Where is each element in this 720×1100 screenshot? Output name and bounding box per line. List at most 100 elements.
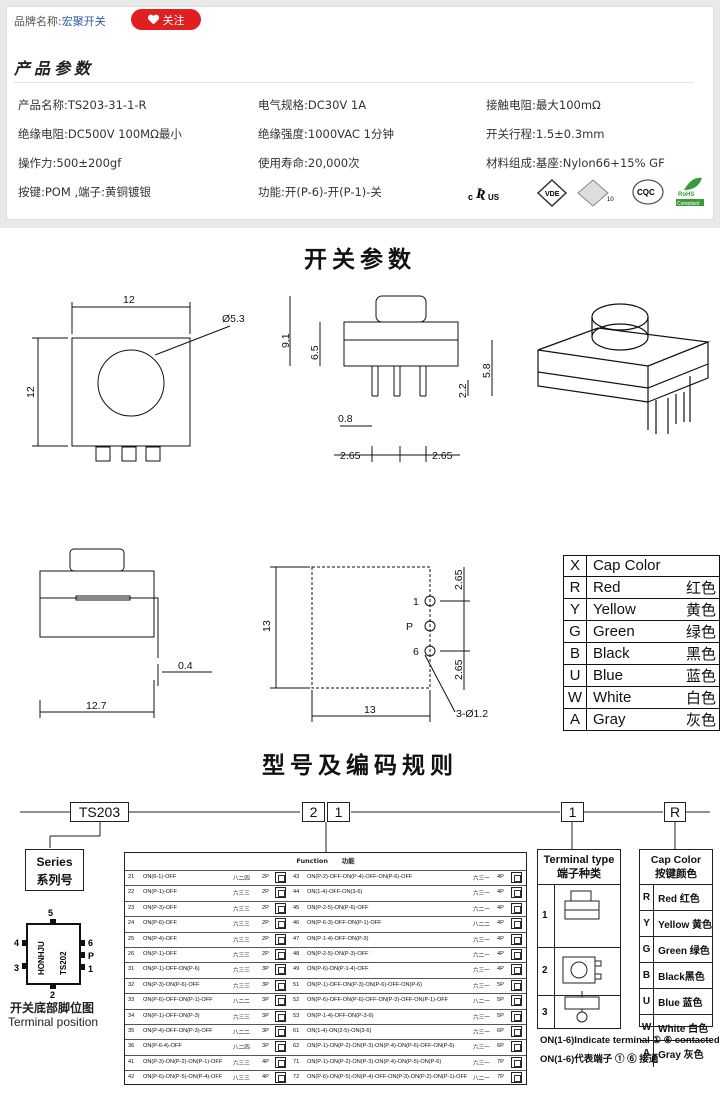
function-cell-p: 3P: [262, 997, 269, 1004]
circuit-icon: [511, 887, 522, 899]
function-cell-c: 八三三: [233, 1076, 250, 1083]
code-lines: [20, 811, 710, 852]
function-cell-c2: 六三一: [473, 968, 490, 975]
function-cell-c2: 六二一: [473, 906, 490, 913]
function-cell-p2: 4P: [497, 874, 504, 880]
svg-text:6: 6: [88, 938, 93, 948]
dimension-drawings: 12 Ø5.3 12 9.1 6.5 5.8 2.2 0.8 2.65 2.65…: [25, 294, 711, 722]
function-cell-p2: 4P: [497, 920, 504, 927]
function-cell-n2: 72: [293, 1074, 300, 1081]
function-cell-n2: 62: [293, 1043, 300, 1050]
pin-label-p: P: [406, 621, 413, 633]
svg-text:2: 2: [50, 990, 55, 1000]
dim-width: 12: [123, 294, 135, 306]
function-cell-n: 35: [128, 1028, 135, 1034]
function-cell-p: 3P: [262, 981, 269, 988]
function-cell-c: 六三三: [233, 937, 250, 944]
series-box: Series 系列号: [25, 849, 84, 891]
function-header-en: Function: [296, 857, 329, 865]
function-cell-n: 34: [128, 1012, 135, 1019]
code-function-digit-2: 1: [327, 802, 350, 822]
terminal-type-3: 3: [542, 1007, 548, 1018]
function-cell-c: 八二四: [233, 1045, 250, 1052]
function-cell-p2: 7P: [497, 1074, 504, 1081]
circuit-icon: [275, 1010, 286, 1022]
circuit-icon: [275, 964, 286, 976]
function-cell-n: 24: [128, 920, 135, 927]
circuit-icon: [275, 995, 286, 1007]
circuit-icon: [511, 872, 522, 883]
svg-text:VDE: VDE: [545, 191, 560, 198]
param-key: 按键:POM ,端子:黄铜镀银: [18, 185, 151, 199]
function-cell-d2: ON(P-2-5)-ON(P-3)-OFF: [307, 951, 369, 957]
pin-label-1: 1: [413, 596, 419, 608]
brand-label: 品牌名称:: [14, 15, 62, 28]
function-cell-n2: 44: [293, 889, 300, 896]
function-cell-p: 3P: [262, 966, 269, 973]
brand-row: 品牌名称:宏聚开关: [14, 13, 106, 29]
function-cell-p: 4P: [262, 1058, 269, 1065]
circuit-icon: [511, 1056, 522, 1068]
function-cell-d2: ON(P-2)-OFF-ON(P-4)-OFF-ON(P-6)-OFF: [307, 874, 413, 880]
function-cell-c: 八二二: [233, 1030, 250, 1036]
circuit-icon: [275, 949, 286, 960]
rohs-logo: RoHS Compliant: [676, 177, 704, 207]
dim-total-height: 9.1: [280, 333, 292, 348]
circuit-icon: [511, 902, 522, 914]
brand-link[interactable]: 宏聚开关: [61, 15, 106, 28]
dim-hole-top: 2.65: [453, 569, 465, 590]
function-cell-c2: 六三一: [473, 1060, 490, 1067]
function-cell-p: 2P: [262, 920, 269, 927]
function-cell-p: 2P: [262, 904, 269, 911]
series-cn: 系列号: [36, 873, 73, 887]
dim-pcb-height: 13: [261, 620, 273, 632]
circuit-icon: [275, 887, 286, 899]
tuv-logo: 10: [577, 179, 614, 207]
circuit-icon: [511, 1010, 522, 1022]
terminal-position-en: Terminal position: [8, 1015, 99, 1029]
function-cell-p2: 4P: [497, 951, 504, 957]
svg-text:RoHS: RoHS: [678, 192, 694, 198]
function-cell-n: 21: [128, 874, 135, 880]
function-cell-n2: 48: [293, 951, 300, 957]
function-cell-p: 2P: [262, 889, 269, 896]
function-cell-d: ON(P-1)-OFF-ON(P-6): [143, 966, 200, 973]
function-cell-c2: 八二一: [473, 1076, 490, 1083]
function-header-cn: 功能: [341, 857, 355, 865]
function-cell-d2: ON(P-2-5)-ON(P-6)-OFF: [307, 904, 369, 911]
code-function-digit-1: 2: [302, 802, 325, 822]
function-cell-n2: 71: [293, 1058, 300, 1065]
svg-text:4: 4: [14, 938, 19, 948]
dim-cap-dia: Ø5.3: [222, 313, 245, 325]
function-cell-n2: 47: [293, 935, 300, 942]
circuit-icon: [511, 1041, 522, 1053]
circuit-icon: [275, 1026, 286, 1037]
circuit-icon: [275, 1041, 286, 1053]
follow-button[interactable]: 关注: [131, 9, 201, 30]
function-cell-c2: 六二一: [473, 953, 490, 959]
function-cell-p: 3P: [262, 1012, 269, 1019]
svg-text:Ʀ: Ʀ: [475, 186, 486, 202]
function-cell-d: ON(P-6)-OFF-ON(P-1)-OFF: [143, 997, 213, 1004]
svg-text:US: US: [488, 193, 500, 202]
function-cell-n2: 43: [293, 874, 300, 880]
function-cell-c: 六三三: [233, 968, 250, 975]
function-cell-p2: 5P: [497, 981, 504, 988]
function-cell-c2: 六三一: [473, 937, 490, 944]
function-cell-c2: 六三一: [473, 876, 490, 882]
dim-hole-bottom: 2.65: [453, 659, 465, 680]
